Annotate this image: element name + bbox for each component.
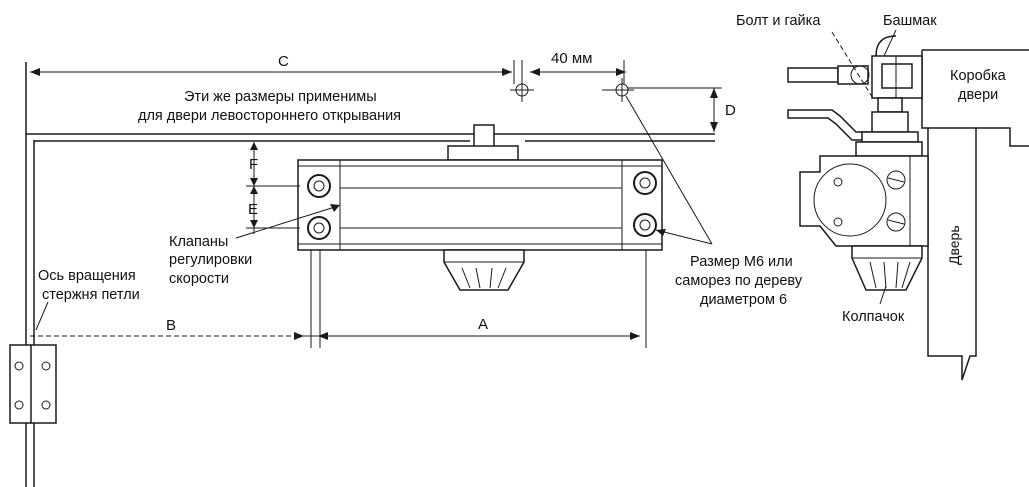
dimension-c [30,60,523,84]
dimension-e-label: E [248,201,258,218]
bolt-nut-label: Болт и гайка [736,13,821,29]
bolt-nut-leader-line [831,31,875,101]
valves-label-line2: регулировки [169,252,252,268]
closer-mounting-screws [307,171,657,240]
dimension-40mm [530,60,626,84]
closer-body [297,159,663,251]
shoe-bracket [871,35,923,99]
dimension-d-label: D [725,102,736,119]
door-frame-side [921,49,1029,381]
door-label: Дверь [946,225,962,265]
frame-label-line1: Коробка [950,68,1007,84]
dimension-d [628,87,722,132]
screw-label-line2: саморез по дереву [675,273,803,289]
valves-label-line1: Клапаны [169,234,228,250]
dimension-b-a [30,250,647,348]
shoe-leader-line [883,29,897,57]
valves-leader-lines [235,204,340,239]
axis-label-line2: стержня петли [42,287,140,303]
valves-label-line3: скорости [169,271,229,287]
cap-side-view [851,245,923,291]
screw-label-line1: Размер М6 или [690,254,793,270]
dimension-f-e [246,142,300,234]
closer-cap-front [443,249,525,291]
hinge [9,344,57,424]
arm-side-view [787,65,923,157]
cap-leader-line [879,285,887,305]
dimension-40mm-label: 40 мм [551,50,592,67]
cap-label: Колпачок [842,309,905,325]
dimension-f-label: F [249,156,258,173]
axis-label-line1: Ось вращения [38,268,136,284]
mounting-hole-markers [510,78,634,102]
screw-label-line3: диаметром 6 [700,292,787,308]
closer-arm-bracket [447,124,519,161]
note-same-dimensions-line2: для двери левостороннего открывания [138,108,401,124]
dimension-a-label: A [478,316,488,333]
note-same-dimensions-line1: Эти же размеры применимы [184,89,377,105]
dimension-b-label: B [166,317,176,334]
dimension-c-label: C [278,53,289,70]
closer-body-side [799,155,929,247]
axis-leader-line [35,301,49,331]
frame-label-line2: двери [958,87,998,103]
screw-leader-lines [625,95,713,245]
shoe-label: Башмак [883,13,937,29]
